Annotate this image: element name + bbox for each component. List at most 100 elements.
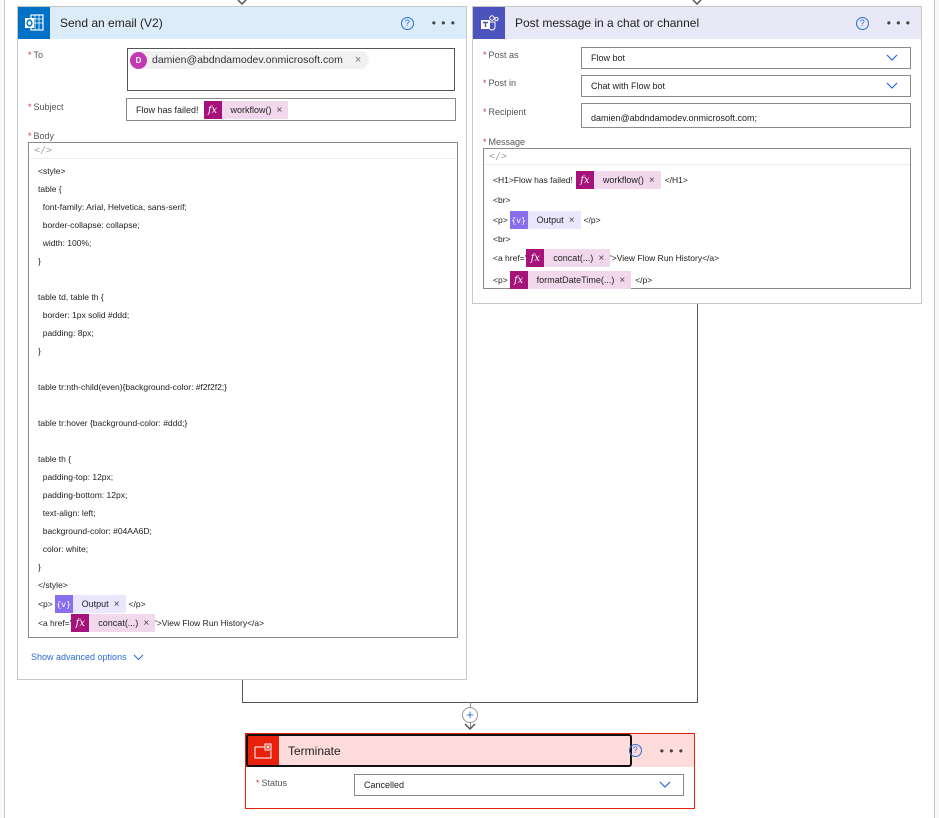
chevron-down-icon xyxy=(659,781,671,788)
subject-field[interactable]: Flow has failed! fx workflow()× xyxy=(126,98,456,121)
variable-icon: {v} xyxy=(54,595,73,613)
body-line: } xyxy=(38,346,41,356)
to-label: *To xyxy=(28,50,44,60)
post-as-dropdown[interactable]: Flow bot xyxy=(581,47,911,69)
body-line: table th { xyxy=(38,454,72,464)
selected-outline xyxy=(246,734,632,767)
body-line: table tr:hover {background-color: #ddd;} xyxy=(38,418,188,428)
remove-token-icon[interactable]: × xyxy=(113,598,120,610)
body-line: text-align: left; xyxy=(38,508,96,518)
post-as-label: *Post as xyxy=(483,50,519,60)
canvas-left-border xyxy=(4,0,5,818)
chevron-down-icon xyxy=(133,654,143,660)
send-email-card: Send an email (V2) ? • • • *To D damien@… xyxy=(17,6,467,680)
outlook-icon xyxy=(18,7,50,39)
variable-icon: {v} xyxy=(509,211,528,229)
concat-token[interactable]: fx concat(...)× xyxy=(526,249,611,267)
body-line: table { xyxy=(38,184,62,194)
remove-token-icon[interactable]: × xyxy=(568,214,575,226)
body-line: } xyxy=(38,256,41,266)
concat-token[interactable]: fx concat(...)× xyxy=(71,614,156,632)
remove-token-icon[interactable]: × xyxy=(276,104,283,116)
canvas-right-border xyxy=(934,0,935,818)
card-title: Send an email (V2) xyxy=(60,16,163,30)
body-line: } xyxy=(38,562,41,572)
remove-token-icon[interactable]: × xyxy=(143,617,150,629)
to-field[interactable]: D damien@abdndamodev.onmicrosoft.com × xyxy=(127,48,455,91)
recipient-field[interactable]: damien@abdndamodev.onmicrosoft.com; xyxy=(581,103,911,128)
status-dropdown[interactable]: Cancelled xyxy=(354,774,684,796)
body-line: padding: 8px; xyxy=(38,328,94,338)
fx-icon: fx xyxy=(71,614,90,632)
plus-icon: + xyxy=(466,707,474,722)
workflow-token[interactable]: fx workflow()× xyxy=(575,171,661,189)
output-token[interactable]: {v} Output× xyxy=(54,595,126,613)
post-in-label: *Post in xyxy=(483,78,517,88)
body-line: border-collapse: collapse; xyxy=(38,220,140,230)
body-editor[interactable]: </> <style> table { font-family: Arial, … xyxy=(28,142,458,638)
body-line: </style> xyxy=(38,580,68,590)
body-line: table tr:nth-child(even){background-colo… xyxy=(38,382,228,392)
message-line-output: <p> {v} Output× </p> xyxy=(493,211,601,229)
body-line: width: 100%; xyxy=(38,238,92,248)
body-line: padding-bottom: 12px; xyxy=(38,490,128,500)
message-line-link: <a href=' fx concat(...)× '>View Flow Ru… xyxy=(493,249,719,267)
subject-text: Flow has failed! xyxy=(136,105,199,115)
recipient-label: *Recipient xyxy=(483,107,527,117)
send-email-card-header[interactable]: Send an email (V2) ? • • • xyxy=(18,7,466,39)
remove-recipient-icon[interactable]: × xyxy=(354,54,362,66)
fx-icon: fx xyxy=(526,249,545,267)
remove-token-icon[interactable]: × xyxy=(598,252,605,264)
message-line-h1: <H1>Flow has failed! fx workflow()× </H1… xyxy=(493,171,688,189)
body-line-output: <p> {v} Output× </p> xyxy=(38,595,146,613)
message-line-date: <p> fx formatDateTime(...)× </p> xyxy=(493,271,652,289)
message-line: <br> xyxy=(493,234,511,244)
body-line-link: <a href=' fx concat(...)× '>View Flow Ru… xyxy=(38,614,264,632)
body-line: padding-top: 12px; xyxy=(38,472,114,482)
remove-token-icon[interactable]: × xyxy=(619,274,626,286)
more-options-icon[interactable]: • • • xyxy=(886,16,911,30)
body-line: font-family: Arial, Helvetica, sans-seri… xyxy=(38,202,187,212)
remove-token-icon[interactable]: × xyxy=(648,174,655,186)
message-label: *Message xyxy=(483,137,526,147)
body-line: border: 1px solid #ddd; xyxy=(38,310,130,320)
fx-icon: fx xyxy=(575,171,594,189)
card-title: Post message in a chat or channel xyxy=(515,16,700,30)
body-line: color: white; xyxy=(38,544,89,554)
help-icon[interactable]: ? xyxy=(628,744,642,757)
subject-label: *Subject xyxy=(28,102,64,112)
connector-arrow-icon xyxy=(464,723,476,731)
workflow-token[interactable]: fx workflow()× xyxy=(203,101,289,119)
post-in-dropdown[interactable]: Chat with Flow bot xyxy=(581,75,911,97)
connector-arrow-icon xyxy=(692,0,702,6)
teams-icon xyxy=(473,7,505,39)
help-icon[interactable]: ? xyxy=(400,16,414,30)
insert-step-button[interactable]: + xyxy=(462,707,478,723)
body-line: background-color: #04AA6D; xyxy=(38,526,152,536)
code-view-icon[interactable]: </> xyxy=(484,149,910,165)
help-icon[interactable]: ? xyxy=(855,16,869,30)
body-line: table td, table th { xyxy=(38,292,104,302)
body-line: <style> xyxy=(38,166,66,176)
terminate-card: Terminate ? • • • *Status Cancelled xyxy=(245,733,695,809)
more-options-icon[interactable]: • • • xyxy=(431,16,456,30)
fx-icon: fx xyxy=(203,101,222,119)
terminate-card-header[interactable]: Terminate ? • • • xyxy=(246,734,694,767)
avatar: D xyxy=(130,51,147,69)
format-datetime-token[interactable]: fx formatDateTime(...)× xyxy=(509,271,632,289)
body-label: *Body xyxy=(28,131,55,141)
teams-card-header[interactable]: Post message in a chat or channel ? • • … xyxy=(473,7,921,39)
output-token[interactable]: {v} Output× xyxy=(509,211,581,229)
teams-post-card: Post message in a chat or channel ? • • … xyxy=(472,6,922,304)
code-view-icon[interactable]: </> xyxy=(29,143,457,159)
chevron-down-icon xyxy=(886,54,898,61)
connector-line xyxy=(242,680,243,702)
show-advanced-options-link[interactable]: Show advanced options xyxy=(31,652,144,662)
more-options-icon[interactable]: • • • xyxy=(659,743,684,758)
fx-icon: fx xyxy=(509,271,528,289)
recipient-email: damien@abdndamodev.onmicrosoft.com xyxy=(152,54,343,66)
message-editor[interactable]: </> <H1>Flow has failed! fx workflow()× … xyxy=(483,148,911,289)
card-title: Terminate xyxy=(288,743,341,758)
terminate-icon xyxy=(246,734,279,767)
recipient-chip[interactable]: D damien@abdndamodev.onmicrosoft.com × xyxy=(130,51,370,69)
